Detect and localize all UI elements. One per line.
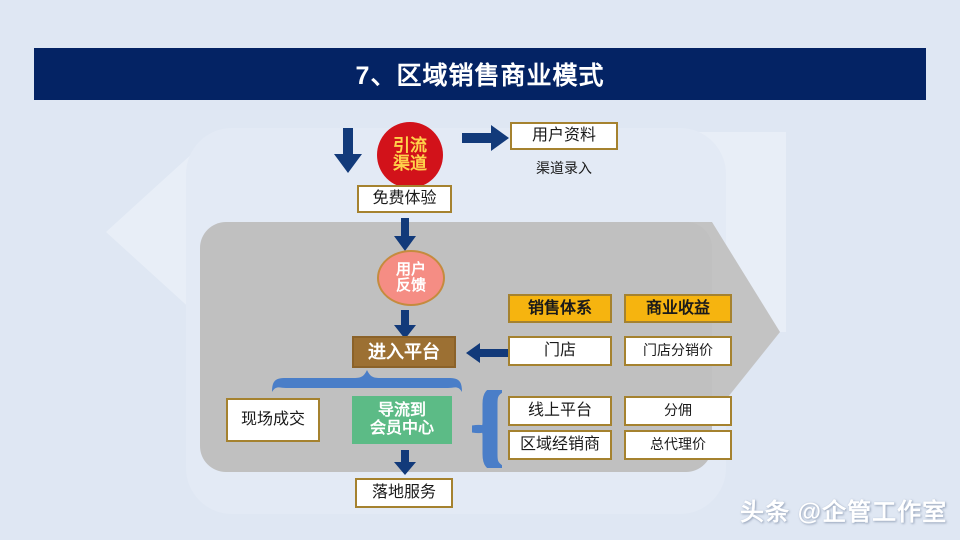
online-platform-label: 线上平台 bbox=[527, 402, 592, 420]
node-general-agent-price[interactable]: 总代理价 bbox=[624, 430, 732, 460]
down-arrow-feedback-to-platform-icon bbox=[394, 310, 416, 339]
member-center-line2: 会员中心 bbox=[369, 420, 434, 437]
user-profile-label: 用户资料 bbox=[531, 127, 596, 145]
store-distribution-price-label: 门店分销价 bbox=[643, 342, 713, 359]
left-brace-from-online-channels-icon bbox=[472, 390, 502, 468]
node-commission[interactable]: 分佣 bbox=[624, 396, 732, 426]
node-business-revenue-header[interactable]: 商业收益 bbox=[624, 294, 732, 323]
node-channel-circle[interactable]: 引流 渠道 bbox=[377, 122, 443, 188]
node-member-center[interactable]: 导流到 会员中心 bbox=[352, 396, 452, 444]
general-agent-price-label: 总代理价 bbox=[650, 436, 706, 453]
watermark: 头条 @企管工作室 bbox=[740, 499, 948, 526]
user-feedback-line2: 反馈 bbox=[395, 277, 426, 294]
up-brace-to-platform-icon bbox=[272, 370, 462, 392]
onsite-deal-label: 现场成交 bbox=[240, 411, 305, 429]
node-free-trial[interactable]: 免费体验 bbox=[357, 185, 452, 213]
store-label: 门店 bbox=[543, 342, 576, 360]
landing-service-label: 落地服务 bbox=[371, 484, 436, 502]
sales-system-label: 销售体系 bbox=[527, 299, 592, 317]
channel-circle-line2: 渠道 bbox=[393, 154, 427, 173]
member-center-line1: 导流到 bbox=[377, 402, 426, 420]
down-arrow-into-channel-icon bbox=[334, 128, 362, 173]
page-title: 7、区域销售商业模式 bbox=[355, 62, 605, 90]
enter-platform-label: 进入平台 bbox=[368, 341, 440, 362]
free-trial-label: 免费体验 bbox=[372, 190, 437, 208]
node-user-profile[interactable]: 用户资料 bbox=[510, 122, 618, 150]
node-sales-system-header[interactable]: 销售体系 bbox=[508, 294, 612, 323]
right-arrow-to-user-profile-icon bbox=[462, 125, 509, 151]
node-landing-service[interactable]: 落地服务 bbox=[355, 478, 453, 508]
slide-title-bar: 7、区域销售商业模式 bbox=[34, 48, 926, 100]
channel-entry-caption: 渠道录入 bbox=[536, 160, 592, 176]
node-store[interactable]: 门店 bbox=[508, 336, 612, 366]
channel-circle-line1: 引流 bbox=[393, 136, 427, 156]
node-online-platform[interactable]: 线上平台 bbox=[508, 396, 612, 426]
node-store-distribution-price[interactable]: 门店分销价 bbox=[624, 336, 732, 366]
down-arrow-free-trial-to-feedback-icon bbox=[394, 218, 416, 251]
node-user-feedback[interactable]: 用户 反馈 bbox=[377, 250, 445, 306]
user-feedback-line1: 用户 bbox=[395, 260, 426, 278]
node-enter-platform[interactable]: 进入平台 bbox=[352, 336, 456, 368]
commission-label: 分佣 bbox=[664, 402, 692, 419]
regional-dealer-label: 区域经销商 bbox=[519, 436, 600, 454]
left-arrow-store-to-platform-icon bbox=[466, 343, 508, 363]
down-arrow-member-center-to-landing-icon bbox=[394, 450, 416, 475]
business-revenue-label: 商业收益 bbox=[645, 299, 710, 317]
node-regional-dealer[interactable]: 区域经销商 bbox=[508, 430, 612, 460]
node-onsite-deal[interactable]: 现场成交 bbox=[226, 398, 320, 442]
